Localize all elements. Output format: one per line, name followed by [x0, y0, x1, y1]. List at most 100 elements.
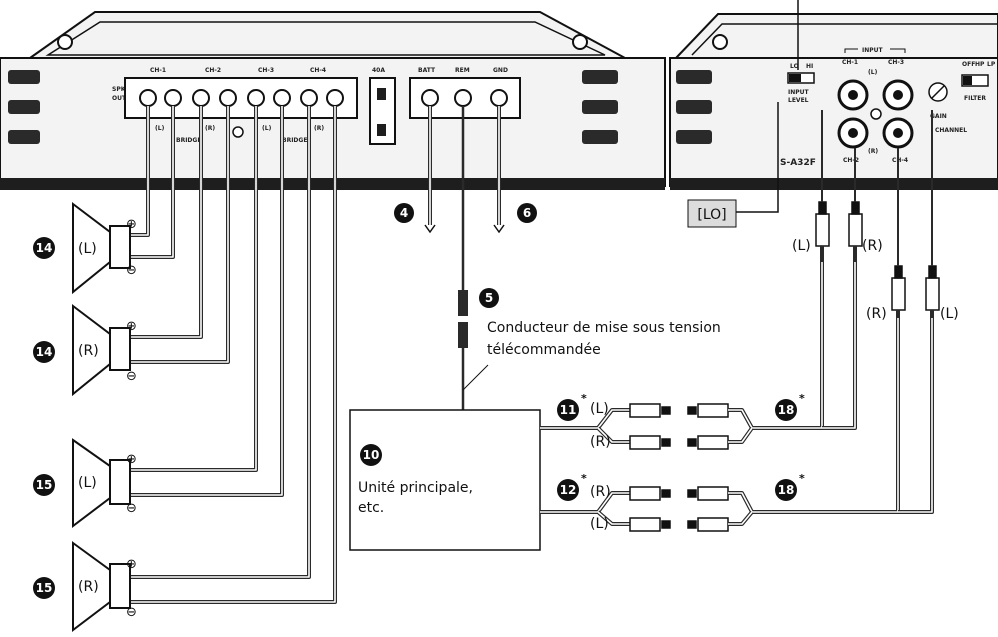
- svg-text:5: 5: [485, 291, 493, 305]
- svg-text:11: 11: [560, 403, 577, 417]
- bridge-label: (L): [155, 125, 165, 132]
- lo-callout-box: [687, 199, 737, 228]
- switch-mark: LO: [790, 63, 799, 70]
- rca-label: (R): [866, 306, 887, 322]
- speaker-front-left: [72, 201, 131, 295]
- bridge-label: (L): [262, 125, 272, 132]
- minus-icon: ⊖: [126, 605, 137, 620]
- rca-cables: [540, 110, 940, 532]
- amplifier-left: SPK OUT CH-1 CH-2 CH-3 CH-4 (L) BRIDGE (…: [0, 11, 666, 190]
- svg-text:15: 15: [36, 478, 53, 492]
- spk-out-label: OUT: [112, 95, 127, 102]
- rca-label: (L): [590, 516, 609, 532]
- svg-text:18: 18: [778, 483, 795, 497]
- channel-label: CH-1: [150, 67, 166, 74]
- filter-mark: HP: [975, 61, 985, 68]
- power-wires: [424, 106, 505, 410]
- filter-mark: LP: [987, 61, 996, 68]
- plus-icon: ⊕: [126, 452, 137, 467]
- plus-icon: ⊕: [126, 319, 137, 334]
- input-channel-label: (R): [868, 148, 878, 155]
- filter-switch: [961, 74, 989, 87]
- rca-input-jacks: [837, 79, 914, 149]
- input-channel-label: (L): [868, 69, 878, 76]
- rca-label: (L): [792, 238, 811, 254]
- speaker-rear-left: [72, 438, 131, 529]
- head-unit-label: Unité principale,: [358, 480, 473, 496]
- bridge-label: BRIDGE: [282, 137, 307, 144]
- bridge-label: BRIDGE: [176, 137, 201, 144]
- channel-label: CHANNEL: [935, 127, 967, 134]
- badge-5: 5: [479, 288, 499, 308]
- svg-text:*: *: [581, 472, 587, 485]
- svg-text:6: 6: [523, 206, 531, 220]
- input-channel-label: CH-2: [843, 157, 859, 164]
- svg-text:*: *: [799, 472, 805, 485]
- speaker-rear-right: [72, 541, 131, 633]
- gain-label: GAIN: [930, 113, 947, 120]
- badge-12: 12 *: [557, 472, 587, 501]
- badge-15: 15: [33, 577, 55, 599]
- badge-4: 4: [394, 203, 414, 223]
- filter-mark: OFF: [962, 61, 975, 68]
- model-label: S-A32F: [780, 158, 816, 168]
- input-level-label: INPUT: [788, 89, 810, 96]
- badge-14: 14: [33, 237, 55, 259]
- svg-text:12: 12: [560, 483, 577, 497]
- power-terminal-label: REM: [455, 67, 470, 74]
- svg-text:14: 14: [36, 345, 53, 359]
- lo-callout-text: [LO]: [697, 207, 726, 223]
- input-header: INPUT: [862, 47, 884, 54]
- badge-18: 18 *: [775, 472, 805, 501]
- bridge-label: (R): [314, 125, 324, 132]
- filter-label: FILTER: [964, 95, 986, 102]
- svg-text:4: 4: [400, 206, 408, 220]
- speaker-channel-label: (L): [78, 241, 97, 257]
- badge-10: 10: [360, 444, 382, 466]
- badge-11: 11 *: [557, 392, 587, 421]
- badge-14: 14: [33, 341, 55, 363]
- screw-icon: [57, 34, 73, 50]
- badge-18: 18 *: [775, 392, 805, 421]
- channel-label: CH-4: [310, 67, 326, 74]
- screw-icon: [712, 34, 728, 50]
- speaker-channel-label: (R): [78, 343, 99, 359]
- amplifier-right: LO HI INPUT LEVEL INPUT CH-1 (L) CH-3 CH…: [669, 0, 998, 213]
- speaker-terminal-block: [124, 77, 358, 119]
- channel-label: CH-2: [205, 67, 221, 74]
- rca-label: (R): [862, 238, 883, 254]
- input-channel-label: CH-3: [888, 59, 904, 66]
- power-terminal-label: GND: [493, 67, 508, 74]
- head-unit-label: etc.: [358, 500, 384, 516]
- rca-label: (L): [590, 401, 609, 417]
- rca-label: (L): [940, 306, 959, 322]
- remote-lead-connector: [458, 290, 468, 316]
- fuse-label: 40A: [372, 67, 385, 74]
- minus-icon: ⊖: [126, 501, 137, 516]
- input-channel-label: CH-4: [892, 157, 908, 164]
- head-unit-box: [349, 409, 541, 551]
- bridge-label: (R): [205, 125, 215, 132]
- svg-text:18: 18: [778, 403, 795, 417]
- remote-lead-label: Conducteur de mise sous tension: [487, 320, 721, 336]
- rca-label: (R): [590, 434, 611, 450]
- remote-lead-label: télécommandée: [487, 342, 601, 358]
- power-terminal-label: BATT: [418, 67, 436, 74]
- badge-6: 6: [517, 203, 537, 223]
- svg-text:*: *: [581, 392, 587, 405]
- rca-label: (R): [590, 484, 611, 500]
- switch-mark: HI: [806, 63, 813, 70]
- speaker-channel-label: (R): [78, 579, 99, 595]
- plus-icon: ⊕: [126, 217, 137, 232]
- speaker-front-right: [72, 303, 131, 397]
- screw-icon: [572, 34, 588, 50]
- svg-text:14: 14: [36, 241, 53, 255]
- ground-screw-icon: [232, 126, 244, 138]
- remote-lead-connector: [458, 322, 468, 348]
- speaker-terminals: [139, 89, 344, 107]
- minus-icon: ⊖: [126, 263, 137, 278]
- svg-text:15: 15: [36, 581, 53, 595]
- input-channel-label: CH-1: [842, 59, 858, 66]
- speaker-channel-label: (L): [78, 475, 97, 491]
- minus-icon: ⊖: [126, 369, 137, 384]
